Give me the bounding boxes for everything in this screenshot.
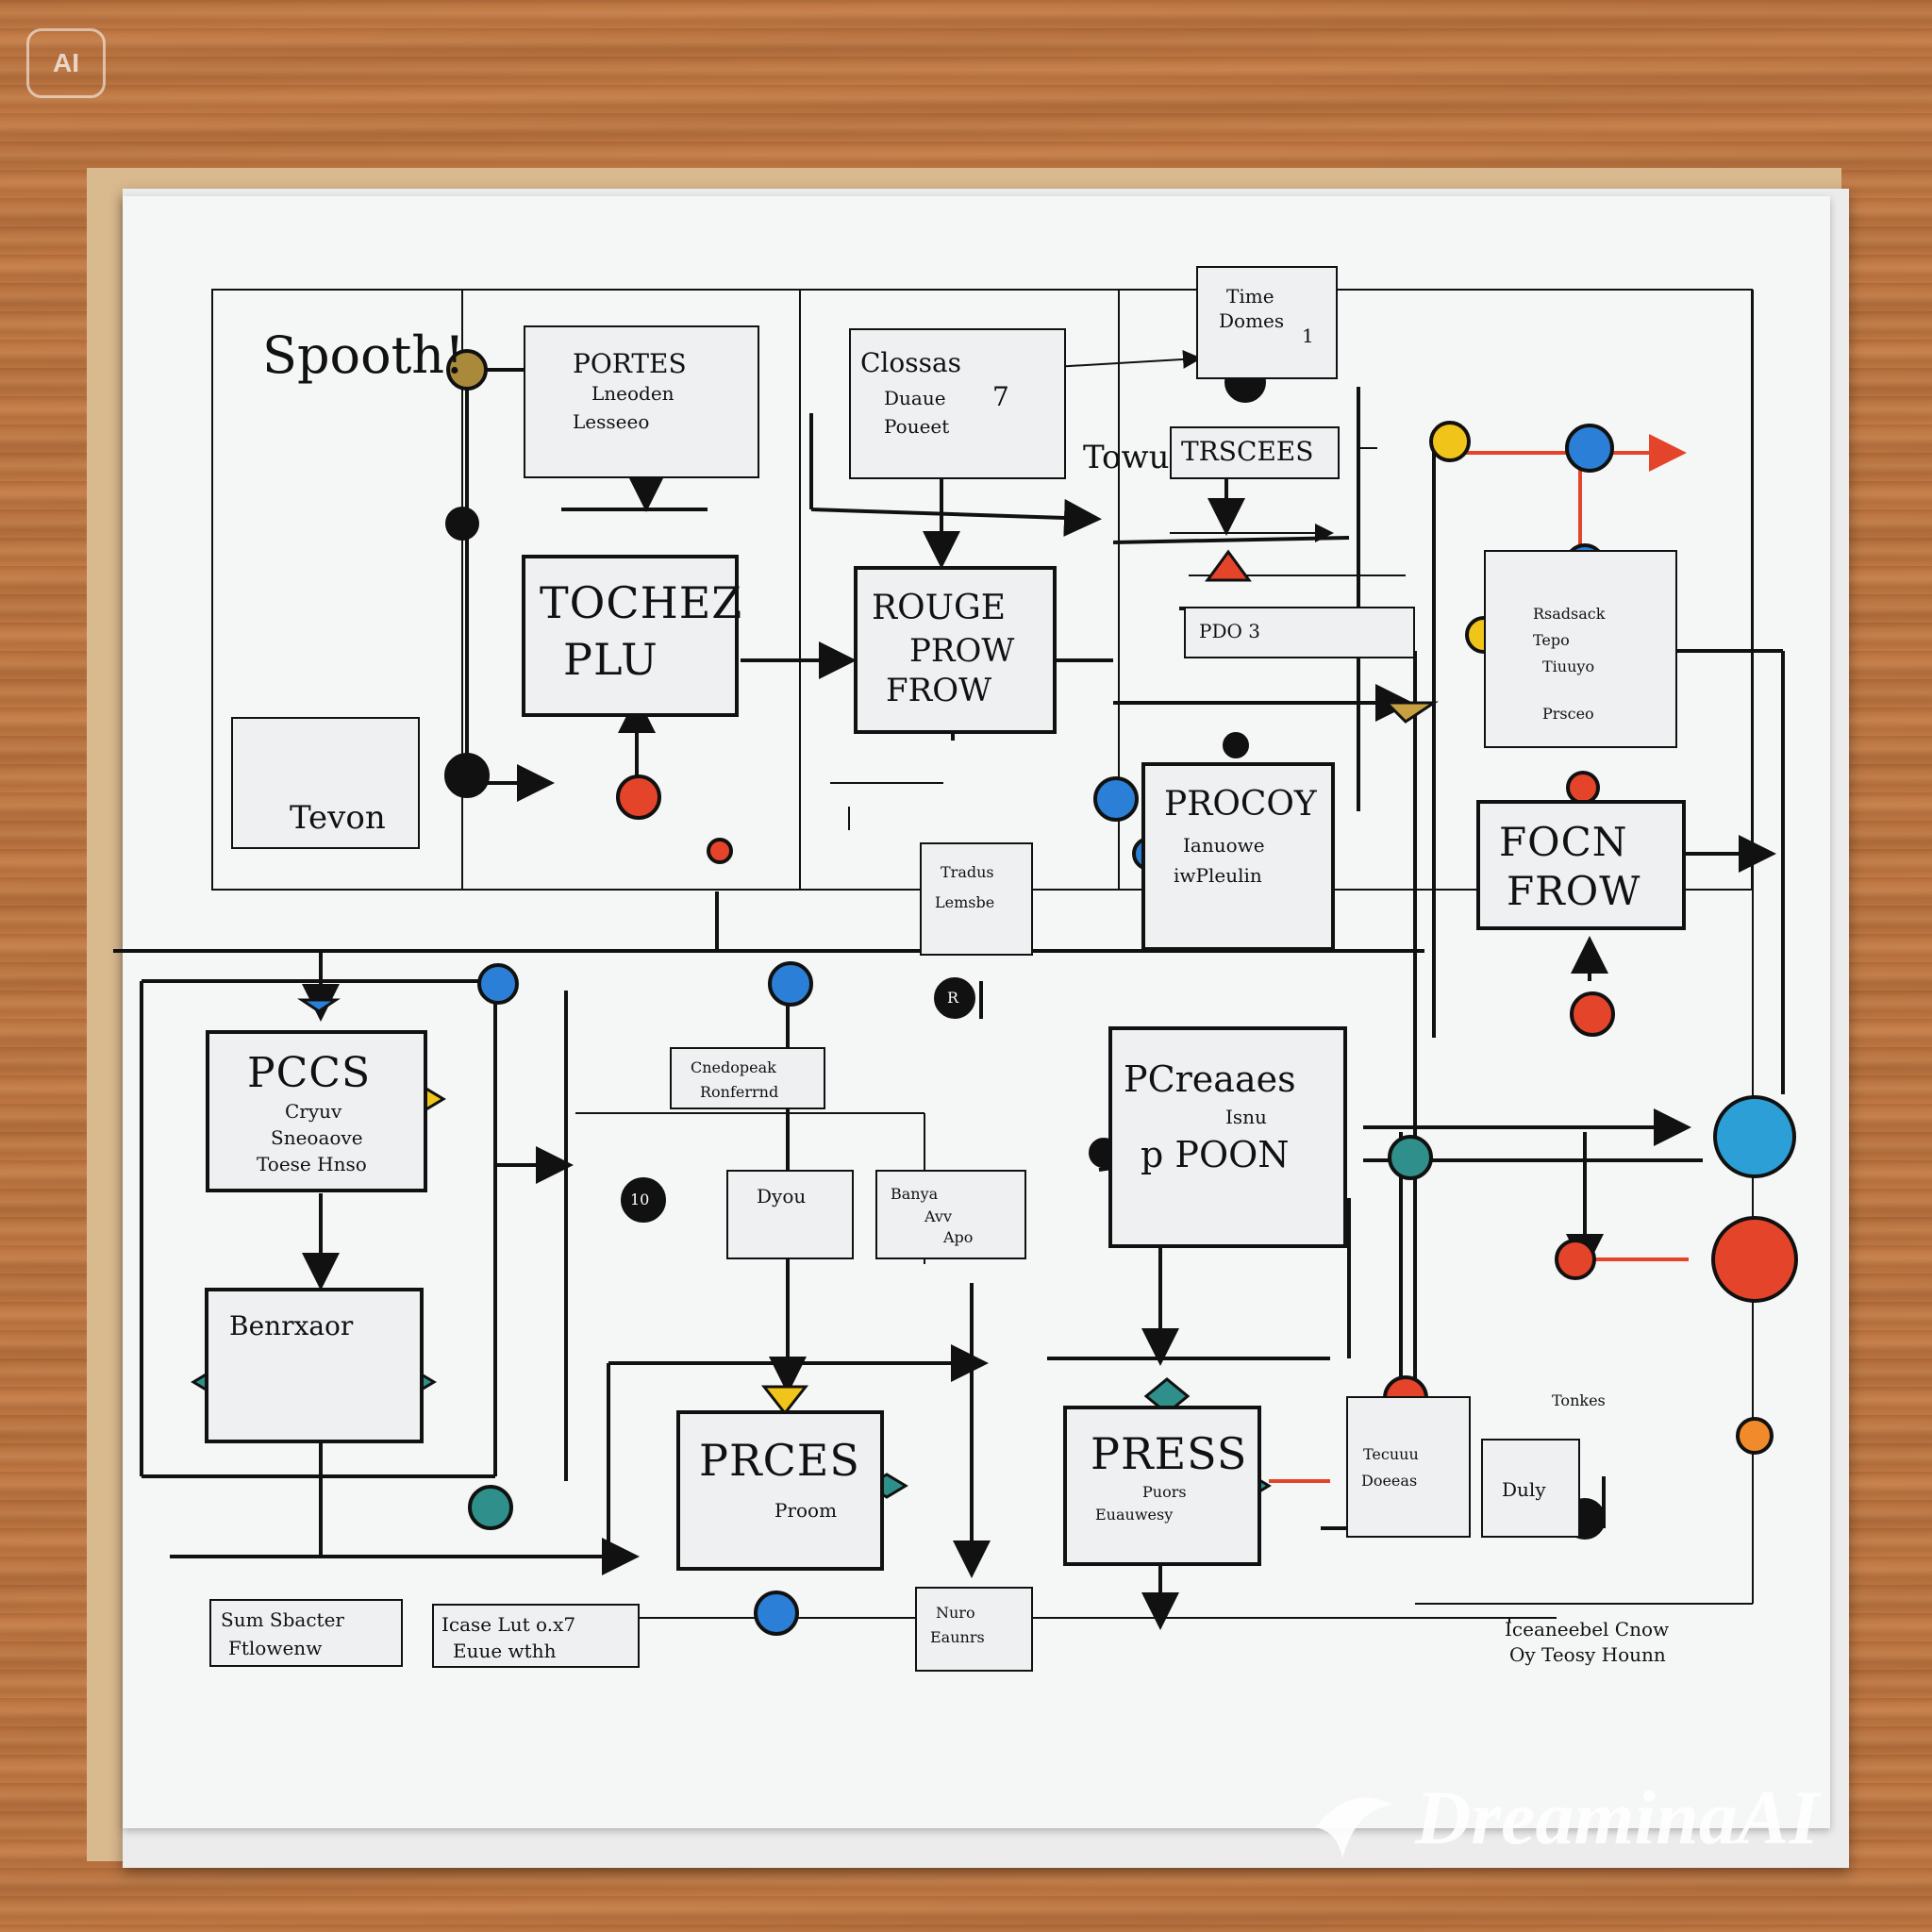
box-press-title: PRESS	[1091, 1428, 1248, 1479]
dreamina-logo-icon	[1315, 1797, 1392, 1859]
box-tecuuu: Tecuuu Doeeas	[1346, 1396, 1471, 1538]
note-tevon: Tevon	[231, 717, 420, 849]
box-rsadsack-line1: Rsadsack	[1533, 605, 1606, 623]
box-pccs-line4: Toese Hnso	[257, 1153, 367, 1175]
box-benrxaor: Benrxaor	[205, 1288, 424, 1443]
box-closs-title: Clossas	[860, 347, 962, 378]
box-procoy-line3: iwPleulin	[1174, 864, 1262, 887]
label-bottom-note-1: Iceaneebel Cnow	[1505, 1618, 1670, 1641]
ai-badge: AI	[26, 28, 106, 98]
box-toches: TOCHEZ PLU	[522, 555, 743, 717]
box-press-line2: Puors	[1142, 1483, 1187, 1501]
box-pccs: PCCS Cryuv Sneoaove Toese Hnso	[206, 1030, 427, 1192]
box-rouge-line2: PROW	[909, 632, 1015, 670]
box-toches-title: TOCHEZ	[540, 577, 743, 628]
box-pdo-label: PDO 3	[1199, 620, 1260, 642]
box-procoy-line2: Ianuowe	[1183, 834, 1265, 857]
box-banya-line2: Avv	[924, 1208, 952, 1225]
box-closs-line2: Duaue	[884, 387, 946, 409]
box-tradus: Tradus Lemsbe	[920, 842, 1033, 956]
box-pccs-title: PCCS	[247, 1049, 372, 1097]
box-sum-line1: Sum Sbacter	[221, 1608, 344, 1631]
box-pccs-line3: Sneoaove	[271, 1126, 363, 1149]
box-portes-title: PORTES	[573, 348, 687, 379]
box-cnedopeak: Cnedopeak Ronferrnd	[670, 1047, 825, 1109]
box-pdo: PDO 3	[1184, 607, 1415, 658]
box-duly-label: Duly	[1502, 1478, 1546, 1501]
box-procoy: PROCOY Ianuowe iwPleulin	[1141, 762, 1335, 951]
box-rsadsack-line4: Prsceo	[1542, 705, 1594, 723]
box-closs: Clossas Duaue 7 Poueet	[849, 328, 1066, 479]
label-towu: Towu	[1083, 439, 1170, 476]
box-time-line1: Time	[1226, 285, 1274, 308]
box-duly: Duly	[1481, 1439, 1580, 1538]
box-toches-sub: PLU	[563, 634, 658, 685]
heading-spooth: Spooth!	[262, 325, 465, 385]
box-trsces-label: TRSCEES	[1181, 436, 1314, 467]
box-nuro-line2: Eaunrs	[930, 1628, 985, 1646]
box-pcreaaes-line2: Isnu	[1225, 1106, 1267, 1128]
label-tonkes: Tonkes	[1552, 1391, 1606, 1409]
box-trsces: TRSCEES	[1170, 426, 1340, 479]
box-tecuuu-line1: Tecuuu	[1363, 1445, 1419, 1463]
box-time-domes: Time Domes 1	[1196, 266, 1338, 379]
box-dyou: Dyou	[726, 1170, 854, 1259]
box-tecuuu-line2: Doeeas	[1361, 1472, 1418, 1490]
box-focn-title: FOCN	[1499, 819, 1628, 865]
box-time-number: 1	[1302, 325, 1314, 347]
box-closs-number: 7	[992, 381, 1009, 412]
box-nuro-line1: Nuro	[936, 1604, 975, 1622]
box-cnedopeak-line2: Ronferrnd	[700, 1083, 779, 1101]
box-dyou-label: Dyou	[757, 1185, 807, 1208]
box-rouge: ROUGE PROW FROW	[854, 566, 1057, 734]
watermark-text: DreaminaAI	[1415, 1774, 1820, 1860]
box-portes-line3: Lesseeo	[573, 410, 650, 433]
box-icase-line2: Euue wthh	[453, 1640, 557, 1662]
box-pccs-line2: Cryuv	[285, 1100, 342, 1123]
box-nuro: Nuro Eaunrs	[915, 1587, 1033, 1672]
box-pcreaaes: PCreaaes Isnu p POON	[1108, 1026, 1347, 1248]
box-press: PRESS Puors Euauwesy	[1063, 1406, 1261, 1566]
label-node-10: 10	[630, 1191, 650, 1208]
box-prces: PRCES Proom	[676, 1410, 884, 1571]
box-icase-line1: Icase Lut o.x7	[441, 1613, 576, 1636]
box-cnedopeak-line1: Cnedopeak	[691, 1058, 776, 1076]
box-tradus-line1: Tradus	[941, 863, 994, 881]
box-pcreaaes-line3: p POON	[1141, 1134, 1290, 1175]
box-focn-sub: FROW	[1507, 868, 1641, 914]
box-icase: Icase Lut o.x7 Euue wthh	[432, 1604, 640, 1668]
box-rsadsack: Rsadsack Tepo Tiuuyo Prsceo	[1484, 550, 1677, 748]
box-procoy-title: PROCOY	[1164, 785, 1317, 824]
box-rsadsack-line2: Tepo	[1533, 631, 1570, 649]
label-bottom-note-2: Oy Teosy Hounn	[1509, 1643, 1666, 1666]
box-sum-line2: Ftlowenw	[228, 1637, 323, 1659]
box-rouge-title: ROUGE	[872, 589, 1006, 627]
box-banya-line1: Banya	[891, 1185, 939, 1203]
box-benrxaor-title: Benrxaor	[229, 1310, 354, 1341]
box-sum-sbacter: Sum Sbacter Ftlowenw	[209, 1599, 403, 1667]
box-press-line3: Euauwesy	[1095, 1506, 1174, 1524]
box-closs-line3: Poueet	[884, 415, 950, 438]
box-prces-sub: Proom	[774, 1499, 838, 1522]
box-rouge-line3: FROW	[886, 672, 992, 709]
box-banya-line3: Apo	[943, 1228, 974, 1246]
box-banya: Banya Avv Apo	[875, 1170, 1026, 1259]
box-focn-frow: FOCN FROW	[1476, 800, 1686, 930]
box-portes-line2: Lneoden	[591, 382, 675, 405]
box-time-line2: Domes	[1219, 309, 1285, 332]
box-portes: PORTES Lneoden Lesseeo	[524, 325, 759, 478]
note-tevon-label: Tevon	[290, 799, 386, 837]
box-pcreaaes-title: PCreaaes	[1124, 1058, 1296, 1100]
label-node-r: R	[947, 989, 959, 1007]
box-prces-title: PRCES	[699, 1435, 860, 1486]
box-tradus-line2: Lemsbe	[935, 893, 995, 911]
box-rsadsack-line3: Tiuuyo	[1542, 658, 1595, 675]
